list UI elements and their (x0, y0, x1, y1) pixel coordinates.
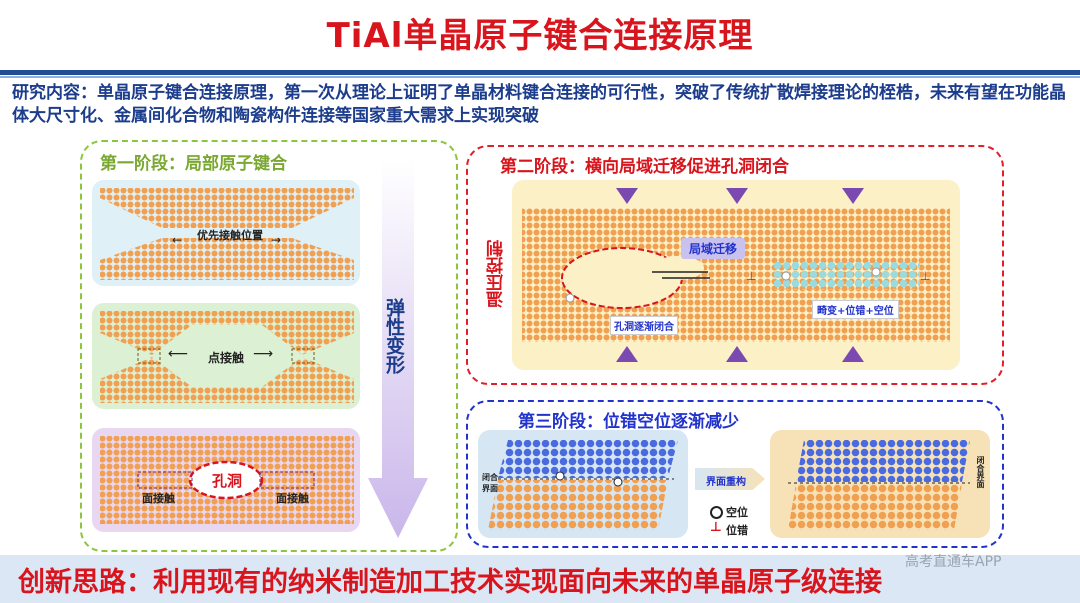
stage3-box (466, 400, 1004, 548)
innovation-text: 创新思路：利用现有的纳米制造加工技术实现面向未来的单晶原子级连接 (18, 567, 882, 598)
priority-contact-label: 优先接触位置 (197, 229, 263, 242)
point-contact-label: 点接触 (208, 351, 245, 365)
title-divider (0, 70, 1080, 75)
hole-closing-label: 孔洞逐渐闭合 (610, 316, 678, 335)
stage2-box (466, 145, 1004, 385)
stage3-right-lattice (788, 440, 970, 530)
stage1-box (80, 140, 458, 552)
defects-label: 畸变+位错+空位 (812, 300, 899, 319)
atom-lattice-surface (100, 436, 354, 524)
title-divider-light (0, 76, 1080, 78)
right-closed-interface-label: 闭合界面 (976, 456, 985, 488)
priority-arrow-right-icon: → (271, 233, 282, 247)
stage2-title: 第二阶段：横向局域迁移促进孔洞闭合 (500, 157, 789, 177)
interface-reconstruct-arrow-icon (695, 468, 765, 490)
closed-interface-label: 闭合界面 (482, 473, 498, 493)
watermark: 高考直通车APP (905, 554, 1002, 570)
stage1-panel-point (92, 303, 360, 409)
stage1-title: 第一阶段：局部原子键合 (100, 154, 287, 174)
hole-label: 孔洞 (212, 472, 243, 490)
stage3-title: 第三阶段：位错空位逐渐减少 (518, 412, 739, 432)
priority-arrow-left-icon: ← (172, 233, 183, 247)
local-migration-badge: 局域迁移 (681, 238, 746, 259)
temperature-pressure-label: 温压控制 (487, 240, 507, 308)
stage2-lattice: ⊥ ⊥ (522, 188, 950, 362)
stage3-left-lattice (488, 440, 678, 530)
stage2-lattice-panel: ⊥ ⊥ (512, 180, 960, 370)
stage3-right-panel (770, 430, 990, 538)
interface-reconstruct-label: 界面重构 (706, 477, 746, 488)
dislocation-legend-label: 位错 (726, 524, 748, 537)
point-arrow-left-icon: ⟵ (168, 346, 189, 362)
vacancy-legend-icon (710, 506, 723, 519)
research-content: 研究内容：单晶原子键合连接原理，第一次从理论上证明了单晶材料键合连接的可行性，突… (12, 83, 1066, 126)
page-title: TiAl单晶原子键合连接原理 (326, 16, 754, 56)
surface-contact-right-label: 面接触 (276, 492, 309, 505)
atom-lattice-priority (100, 188, 354, 280)
atom-lattice-point (100, 311, 354, 403)
stage1-panel-surface (92, 428, 360, 532)
elastic-deformation-arrow-icon (368, 160, 428, 538)
elastic-deformation-label: 弹性变形 (383, 298, 405, 374)
stage3-left-panel (478, 430, 688, 538)
vacancy-legend-label: 空位 (726, 506, 748, 519)
stage1-panel-priority (92, 180, 360, 286)
point-arrow-right-icon: ⟶ (253, 346, 274, 362)
surface-contact-left-label: 面接触 (142, 492, 175, 505)
svg-text:⊥: ⊥ (920, 269, 930, 283)
innovation-bar (0, 555, 1080, 603)
dislocation-legend-icon: ⊥ (710, 520, 722, 535)
svg-text:⊥: ⊥ (746, 269, 756, 283)
